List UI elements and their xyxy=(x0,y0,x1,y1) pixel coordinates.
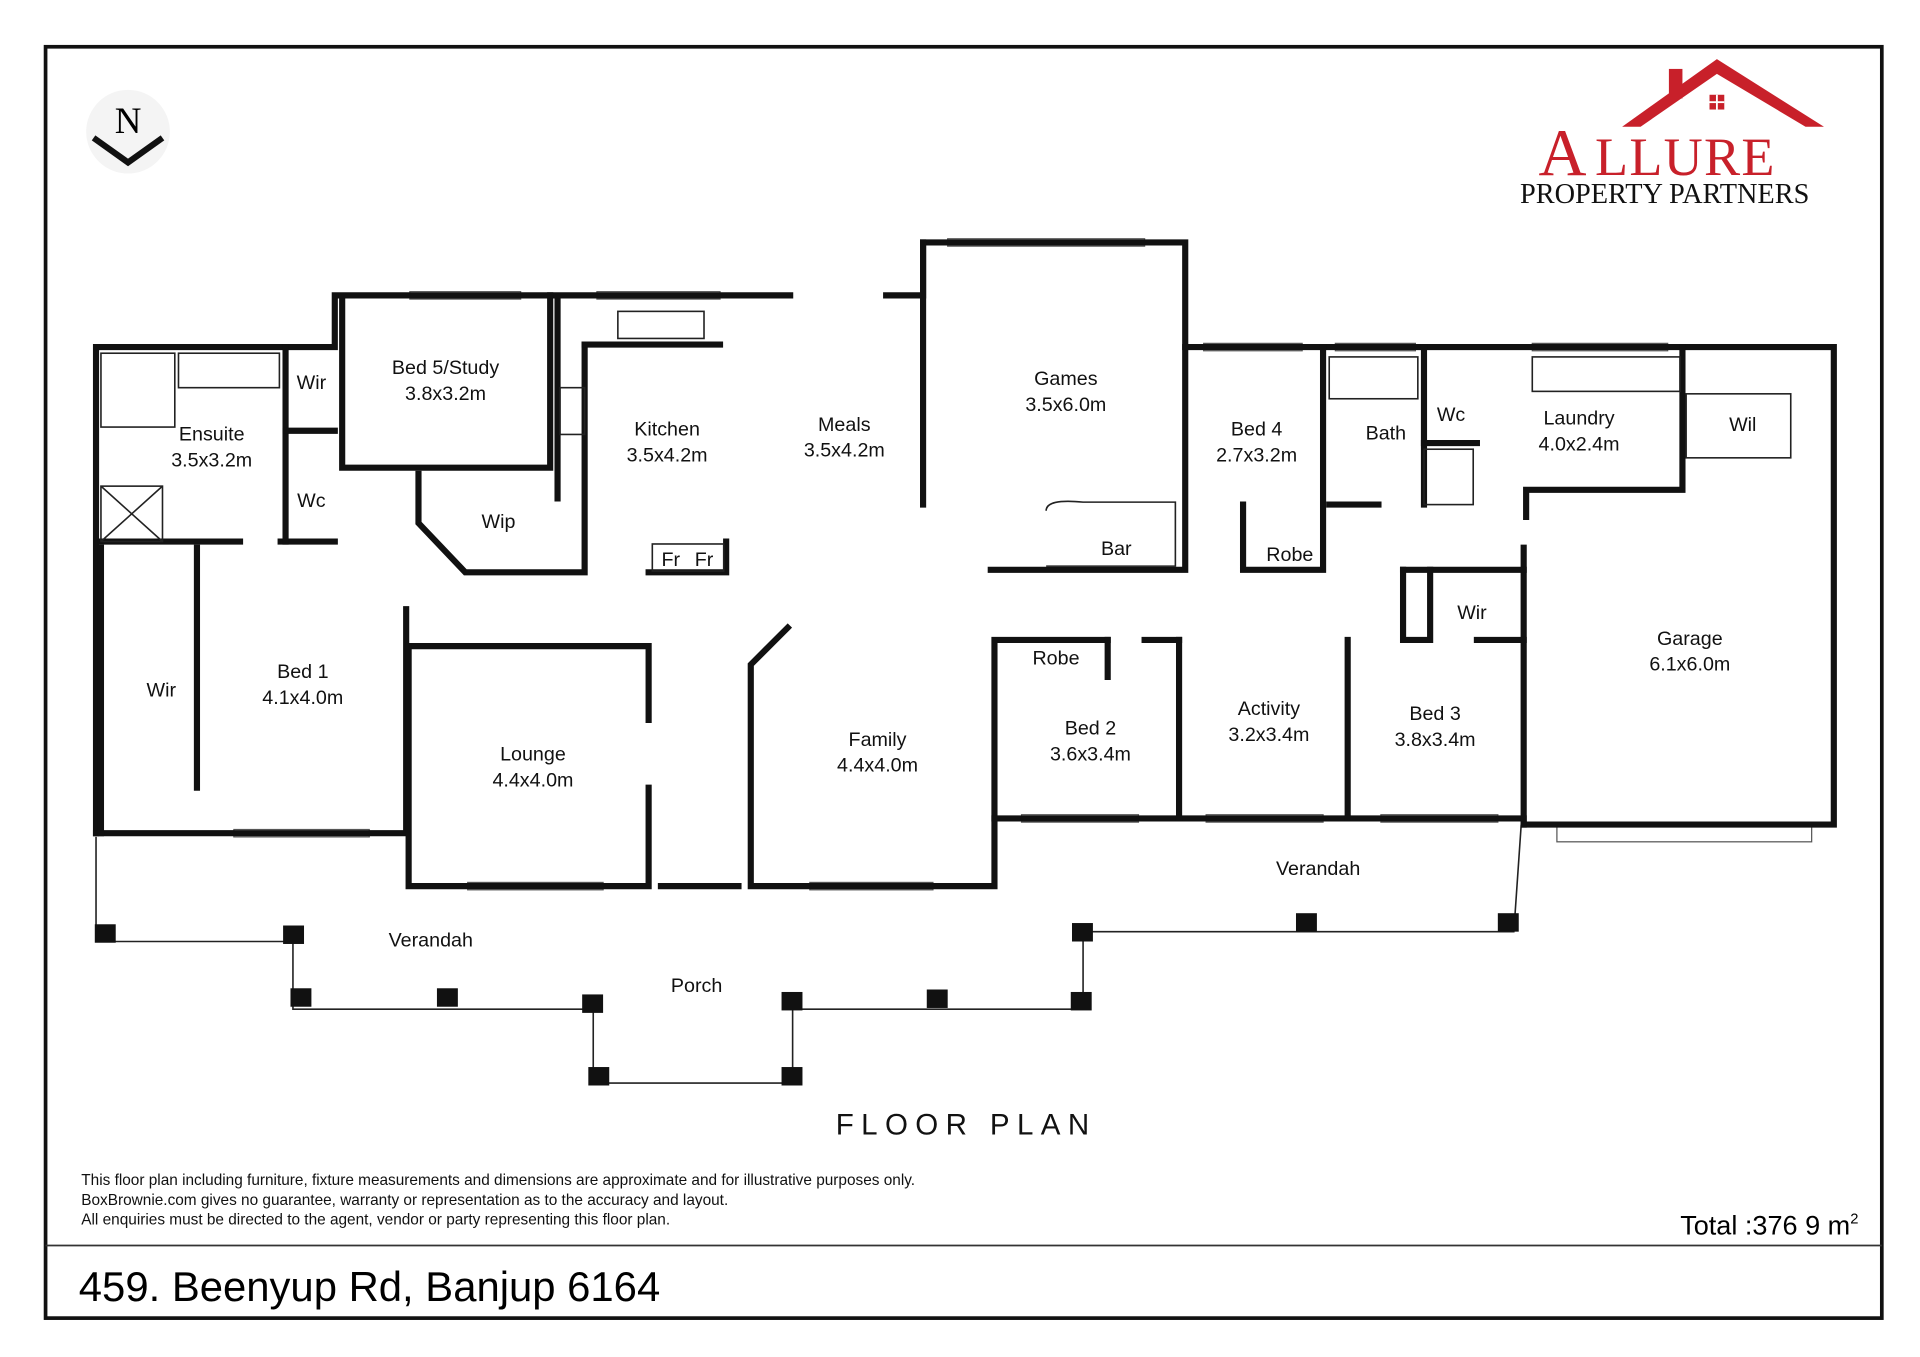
compass-letter: N xyxy=(115,100,142,141)
allure-logo: A LLURE PROPERTY PARTNERS xyxy=(1520,59,1824,210)
room-label: Bed 1 xyxy=(277,661,328,683)
walls xyxy=(92,239,1837,890)
room-dims: 4.4x4.0m xyxy=(492,769,573,791)
logo-brand-rest: LLURE xyxy=(1595,127,1776,187)
room-label: Bed 3 xyxy=(1409,703,1460,725)
fridge-label: Fr xyxy=(661,549,680,571)
room-label: Meals xyxy=(818,414,871,436)
room-dims: 3.5x6.0m xyxy=(1025,394,1106,416)
room-label: Robe xyxy=(1032,648,1079,670)
room-label: Wil xyxy=(1729,414,1756,436)
verandah-outline xyxy=(94,824,1523,1086)
logo-subtitle: PROPERTY PARTNERS xyxy=(1520,179,1809,210)
room-labels: Ensuite 3.5x3.2m Wir Bed 5/Study 3.8x3.2… xyxy=(147,357,1757,997)
plan-title: FLOOR PLAN xyxy=(836,1109,1097,1142)
room-label: Bar xyxy=(1101,538,1132,560)
room-dims: 3.6x3.4m xyxy=(1050,744,1131,766)
fridge-label: Fr xyxy=(695,549,714,571)
room-label: Activity xyxy=(1238,698,1301,720)
room-label: Bath xyxy=(1366,422,1406,444)
logo-initial: A xyxy=(1538,117,1586,190)
fixtures xyxy=(100,310,1792,567)
room-label: Wc xyxy=(1437,404,1466,426)
room-label: Porch xyxy=(671,975,722,997)
room-dims: 3.2x3.4m xyxy=(1228,724,1309,746)
room-label: Laundry xyxy=(1543,408,1614,430)
room-dims: 6.1x6.0m xyxy=(1649,654,1730,676)
room-dims: 3.5x3.2m xyxy=(171,449,252,471)
room-dims: 3.8x3.4m xyxy=(1395,729,1476,751)
total-area-label: Total :376 9 m xyxy=(1680,1209,1850,1240)
north-compass-icon: N xyxy=(86,89,170,174)
room-label: Wip xyxy=(482,511,516,533)
room-label: Robe xyxy=(1266,544,1313,566)
windows xyxy=(233,238,1813,891)
room-label: Ensuite xyxy=(179,424,245,446)
total-area-sup: 2 xyxy=(1850,1211,1858,1227)
sheet-border xyxy=(43,44,1884,1320)
room-label: Wir xyxy=(1457,602,1487,624)
room-label: Wir xyxy=(297,372,327,394)
room-label: Wir xyxy=(147,680,177,702)
room-label: Games xyxy=(1034,368,1098,390)
room-label: Family xyxy=(849,729,907,751)
disclaimer-line: This floor plan including furniture, fix… xyxy=(81,1172,915,1189)
property-address: 459. Beenyup Rd, Banjup 6164 xyxy=(79,1263,660,1310)
room-label: Garage xyxy=(1657,628,1723,650)
disclaimer-line: BoxBrownie.com gives no guarantee, warra… xyxy=(81,1192,728,1209)
room-label: Bed 2 xyxy=(1065,718,1116,740)
room-label: Verandah xyxy=(1276,858,1360,880)
room-dims: 2.7x3.2m xyxy=(1216,445,1297,467)
room-label: Bed 4 xyxy=(1231,419,1282,441)
total-area: Total :376 9 m2 xyxy=(1680,1209,1858,1240)
room-dims: 3.5x4.2m xyxy=(627,445,708,467)
room-dims: 4.4x4.0m xyxy=(837,755,918,777)
room-label: Bed 5/Study xyxy=(392,357,499,379)
room-label: Verandah xyxy=(389,929,473,951)
room-dims: 4.0x2.4m xyxy=(1539,433,1620,455)
room-label: Kitchen xyxy=(634,419,700,441)
room-label: Lounge xyxy=(500,744,566,766)
room-dims: 3.8x3.2m xyxy=(405,383,486,405)
room-dims: 4.1x4.0m xyxy=(262,687,343,709)
disclaimer-line: All enquiries must be directed to the ag… xyxy=(81,1212,670,1229)
room-dims: 3.5x4.2m xyxy=(804,440,885,462)
room-label: Wc xyxy=(297,490,326,512)
